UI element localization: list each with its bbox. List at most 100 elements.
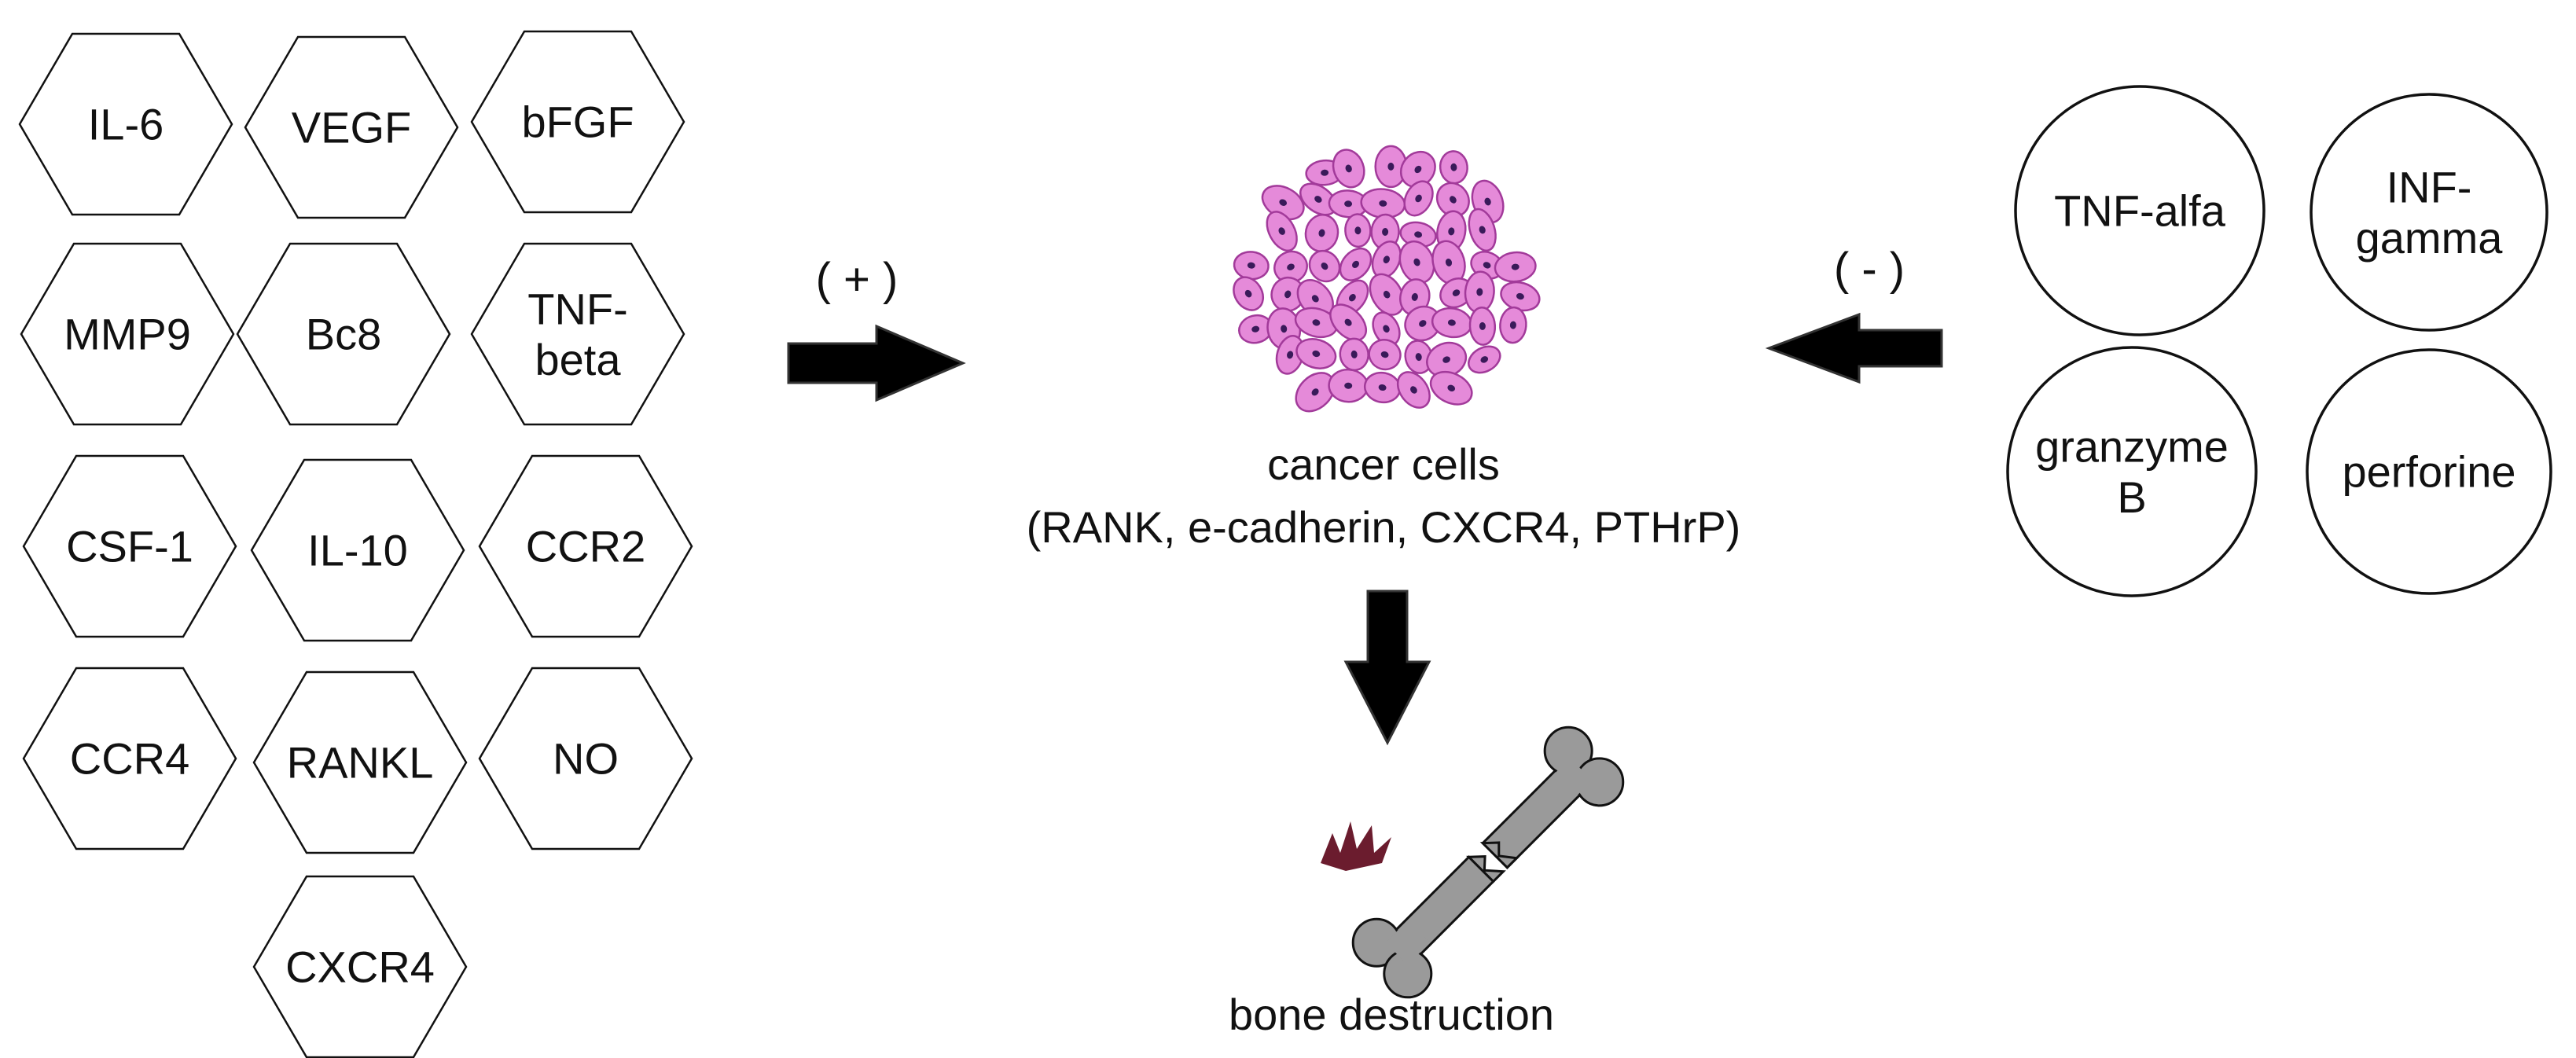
cancer-cell xyxy=(1344,213,1372,248)
hexagon-shape xyxy=(252,670,468,854)
cancer-cell xyxy=(1399,150,1436,189)
hexagon-label: Bc8 xyxy=(306,310,382,359)
circle-shape xyxy=(2310,93,2548,332)
negative-sign: ( - ) xyxy=(1834,244,1905,295)
circle-label: perforine xyxy=(2342,447,2515,497)
hexagon-label: TNF- xyxy=(527,284,628,333)
hexagon-label: RANKL xyxy=(287,738,434,788)
cancer-cell xyxy=(1494,251,1537,283)
cancer-cells-illustration xyxy=(1233,145,1541,413)
cancer-cell xyxy=(1329,303,1368,342)
cancer-cell xyxy=(1295,372,1336,413)
cancer-cell xyxy=(1468,345,1501,374)
cancer-cell xyxy=(1431,240,1466,285)
hexagon-label: MMP9 xyxy=(64,310,191,359)
hexagon-label: IL-6 xyxy=(88,100,164,149)
broken-bone-icon xyxy=(1321,726,1625,999)
circle-shape xyxy=(2306,348,2552,595)
negative-arrow xyxy=(1765,312,1943,384)
hexagon-label: VEGF xyxy=(292,103,411,152)
hexagon-shape xyxy=(22,454,237,638)
cancer-cell xyxy=(1403,180,1434,217)
circle-label: B xyxy=(2117,472,2146,522)
cancer-cell xyxy=(1464,270,1495,314)
hexagon-label: NO xyxy=(553,734,619,784)
hexagon-shape xyxy=(250,458,465,642)
cancer-cell xyxy=(1371,241,1402,279)
hexagon-factor: Bc8 xyxy=(236,242,451,426)
hexagon-factor: CXCR4 xyxy=(252,875,468,1058)
cancer-cell xyxy=(1261,185,1305,221)
cancer-cell xyxy=(1368,339,1402,371)
hexagon-factor: RANKL xyxy=(252,670,468,854)
cancer-cell xyxy=(1396,371,1431,409)
hexagon-shape xyxy=(18,32,233,216)
cancer-cell xyxy=(1468,306,1497,346)
circle-label: INF- xyxy=(2387,162,2472,211)
hexagon-factor: IL-6 xyxy=(18,32,233,216)
hexagon-label: CXCR4 xyxy=(285,942,435,992)
hexagon-factor: VEGF xyxy=(244,35,459,219)
cancer-cell xyxy=(1363,371,1402,404)
hexagon-factor: MMP9 xyxy=(20,242,235,426)
cancer-cell xyxy=(1435,182,1470,218)
cancer-cell xyxy=(1468,208,1497,252)
hexagon-shape xyxy=(236,242,451,426)
cancer-cell xyxy=(1233,276,1265,311)
hexagon-factor: TNF-beta xyxy=(470,242,685,426)
hexagon-factor: CSF-1 xyxy=(22,454,237,638)
cancer-cell xyxy=(1275,335,1305,375)
circle-label: gamma xyxy=(2356,213,2504,263)
hexagon-shape xyxy=(252,875,468,1058)
cancer-cell xyxy=(1429,370,1473,406)
circle-label: TNF-alfa xyxy=(2054,186,2226,236)
positive-arrow xyxy=(787,324,966,402)
hexagon-label: beta xyxy=(535,335,622,384)
cancer-cell xyxy=(1308,249,1341,283)
cancer-cell xyxy=(1369,273,1405,316)
hexagon-shape xyxy=(470,242,685,426)
cancer-cells-label: cancer cells xyxy=(1267,439,1500,489)
cancer-cell xyxy=(1431,307,1472,339)
circle-factor: perforine xyxy=(2306,348,2552,595)
bone-destruction-label: bone destruction xyxy=(1229,990,1554,1039)
cancer-cell xyxy=(1328,368,1369,403)
cancer-cell xyxy=(1404,340,1433,374)
hexagon-factor: CCR2 xyxy=(478,454,693,638)
cancer-markers-label: (RANK, e-cadherin, CXCR4, PTHrP) xyxy=(1027,502,1741,552)
blood-splatter-icon xyxy=(1321,821,1391,871)
circle-label: granzyme xyxy=(2035,421,2229,471)
hexagon-label: CSF-1 xyxy=(66,522,193,571)
cancer-cell xyxy=(1295,338,1337,369)
hexagon-shape xyxy=(244,35,459,219)
cancer-cell xyxy=(1332,149,1365,189)
hexagon-shape xyxy=(478,454,693,638)
hexagon-shape xyxy=(20,242,235,426)
circle-shape xyxy=(2006,346,2258,597)
hexagon-label: bFGF xyxy=(521,97,634,147)
hexagon-label: IL-10 xyxy=(307,526,408,575)
positive-sign: ( + ) xyxy=(816,254,898,305)
hexagon-factor: CCR4 xyxy=(22,667,237,850)
down-arrow xyxy=(1343,590,1431,746)
cancer-cell xyxy=(1370,213,1400,251)
cancer-cell xyxy=(1426,341,1468,378)
hexagon-factor: bFGF xyxy=(470,30,685,214)
cancer-cell xyxy=(1339,247,1373,281)
cancer-cell xyxy=(1339,337,1369,372)
hexagon-shape xyxy=(478,667,693,850)
hexagon-shape xyxy=(22,667,237,850)
hexagon-factor: IL-10 xyxy=(250,458,465,642)
cancer-cell xyxy=(1328,189,1369,219)
hexagon-label: CCR4 xyxy=(70,734,189,784)
cancer-cell xyxy=(1439,150,1468,185)
cancer-cell xyxy=(1266,211,1298,252)
cancer-cell xyxy=(1233,251,1270,281)
cancer-cell xyxy=(1273,250,1308,284)
hexagon-shape xyxy=(470,30,685,214)
circle-factor: TNF-alfa xyxy=(2014,85,2265,336)
